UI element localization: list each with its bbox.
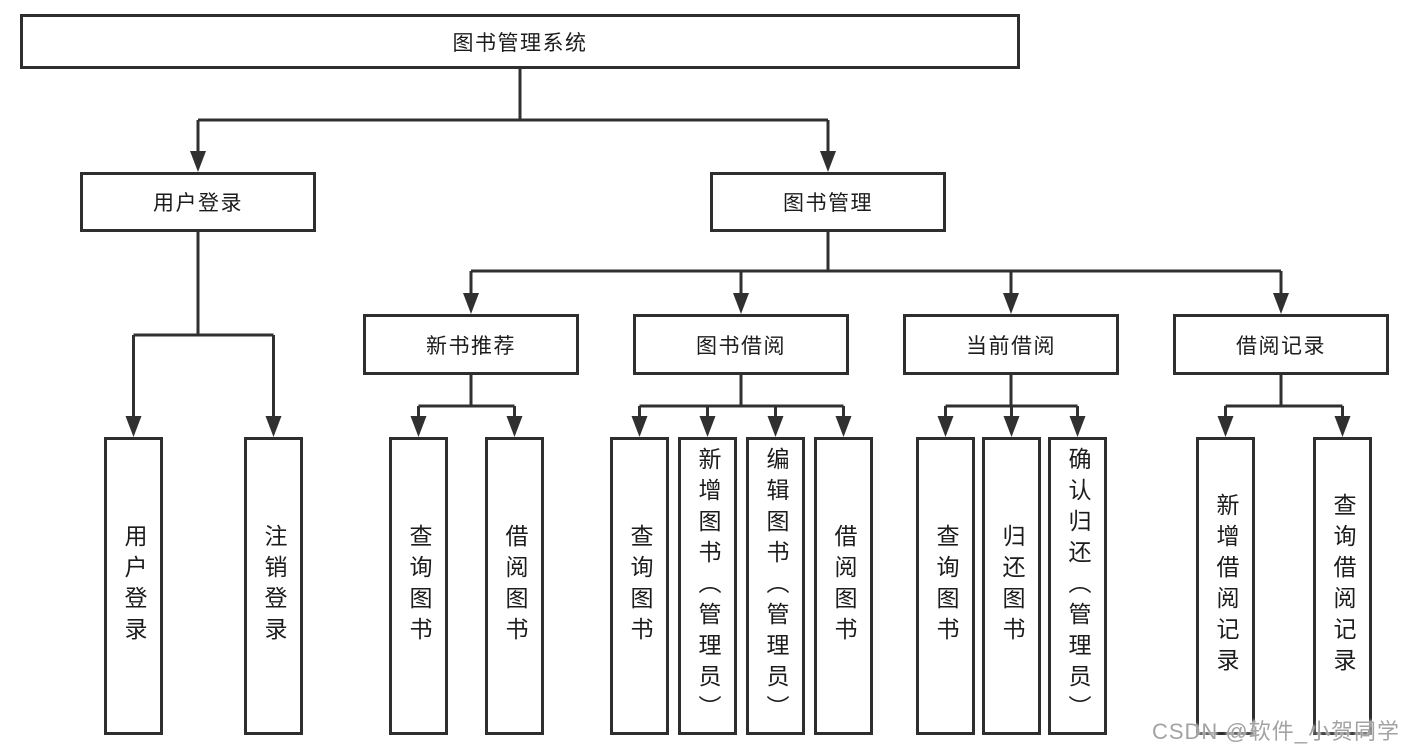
node-label: 借阅记录 bbox=[1236, 334, 1326, 358]
node-label: 借阅图书 bbox=[502, 524, 528, 648]
node-label: 查询图书 bbox=[627, 524, 653, 648]
node-label: 新增借阅记录 bbox=[1213, 493, 1239, 679]
arrowhead-icon bbox=[1217, 416, 1234, 437]
node-label: 查询借阅记录 bbox=[1330, 493, 1356, 679]
connector-root-to-level2 bbox=[190, 68, 836, 172]
node-library-management-system: 图书管理系统 bbox=[20, 14, 1020, 69]
arrowhead-icon bbox=[631, 416, 648, 437]
connector-book-borrowing-to-leaves bbox=[631, 375, 852, 437]
connector-path bbox=[132, 232, 275, 417]
connector-path bbox=[638, 375, 845, 419]
node-label: 编辑图书（管理员） bbox=[763, 446, 789, 726]
node-label: 注销登录 bbox=[261, 524, 287, 648]
arrowhead-icon bbox=[265, 416, 282, 437]
arrowhead-icon bbox=[1334, 416, 1351, 437]
connector-path bbox=[1224, 375, 1344, 419]
arrowhead-icon bbox=[125, 416, 142, 437]
node-leaf-borrow-books-1: 借阅图书 bbox=[485, 437, 544, 735]
node-label: 新增图书（管理员） bbox=[695, 446, 721, 726]
node-leaf-edit-book-admin: 编辑图书（管理员） bbox=[746, 437, 805, 735]
arrowhead-icon bbox=[733, 293, 749, 314]
node-label: 查询图书 bbox=[406, 524, 432, 648]
node-current-borrowing: 当前借阅 bbox=[903, 314, 1119, 375]
arrowhead-icon bbox=[1069, 416, 1086, 437]
node-leaf-query-books-1: 查询图书 bbox=[389, 437, 448, 735]
arrowhead-icon bbox=[937, 416, 954, 437]
arrowhead-icon bbox=[410, 416, 427, 437]
arrowhead-icon bbox=[767, 416, 784, 437]
node-label: 用户登录 bbox=[121, 524, 147, 648]
node-label: 归还图书 bbox=[999, 524, 1025, 648]
node-label: 新书推荐 bbox=[426, 334, 516, 358]
arrowhead-icon bbox=[835, 416, 852, 437]
arrowhead-icon bbox=[506, 416, 523, 437]
node-leaf-return-book: 归还图书 bbox=[982, 437, 1041, 735]
node-label: 当前借阅 bbox=[966, 334, 1056, 358]
connector-user-login-to-leaves bbox=[125, 232, 282, 437]
node-user-login: 用户登录 bbox=[80, 172, 316, 232]
connector-borrowing-records-to-leaves bbox=[1217, 375, 1351, 437]
node-label: 图书管理 bbox=[783, 192, 873, 215]
node-label: 查询图书 bbox=[933, 524, 959, 648]
node-leaf-user-login: 用户登录 bbox=[104, 437, 163, 735]
node-label: 借阅图书 bbox=[831, 524, 857, 648]
arrowhead-icon bbox=[1273, 293, 1289, 314]
node-book-borrowing: 图书借阅 bbox=[633, 314, 849, 375]
node-leaf-confirm-return-admin: 确认归还（管理员） bbox=[1048, 437, 1107, 735]
node-label: 确认归还（管理员） bbox=[1065, 446, 1091, 726]
arrowhead-icon bbox=[699, 416, 716, 437]
node-label: 图书借阅 bbox=[696, 334, 786, 358]
node-leaf-add-borrow-record: 新增借阅记录 bbox=[1196, 437, 1255, 735]
node-label: 图书管理系统 bbox=[452, 31, 588, 55]
connector-new-book-recommendation-to-leaves bbox=[410, 375, 523, 437]
arrowhead-icon bbox=[190, 151, 206, 172]
connector-book-management-to-level3 bbox=[463, 232, 1289, 314]
connector-path bbox=[944, 375, 1079, 419]
connector-path bbox=[469, 232, 1283, 294]
node-leaf-query-books-2: 查询图书 bbox=[610, 437, 669, 735]
connector-current-borrowing-to-leaves bbox=[937, 375, 1086, 437]
node-leaf-borrow-books-2: 借阅图书 bbox=[814, 437, 873, 735]
node-leaf-logout: 注销登录 bbox=[244, 437, 303, 735]
arrowhead-icon bbox=[1003, 416, 1020, 437]
node-new-book-recommendation: 新书推荐 bbox=[363, 314, 579, 375]
node-label: 用户登录 bbox=[153, 192, 243, 215]
connector-path bbox=[196, 68, 830, 152]
connector-path bbox=[417, 375, 516, 419]
csdn-watermark: CSDN @软件_小贺同学 bbox=[1151, 719, 1400, 744]
arrowhead-icon bbox=[820, 151, 836, 172]
node-leaf-query-books-3: 查询图书 bbox=[916, 437, 975, 735]
node-book-management: 图书管理 bbox=[710, 172, 946, 232]
node-leaf-add-book-admin: 新增图书（管理员） bbox=[678, 437, 737, 735]
arrowhead-icon bbox=[1003, 293, 1019, 314]
arrowhead-icon bbox=[463, 293, 479, 314]
node-leaf-query-borrow-record: 查询借阅记录 bbox=[1313, 437, 1372, 735]
node-borrowing-records: 借阅记录 bbox=[1173, 314, 1389, 375]
